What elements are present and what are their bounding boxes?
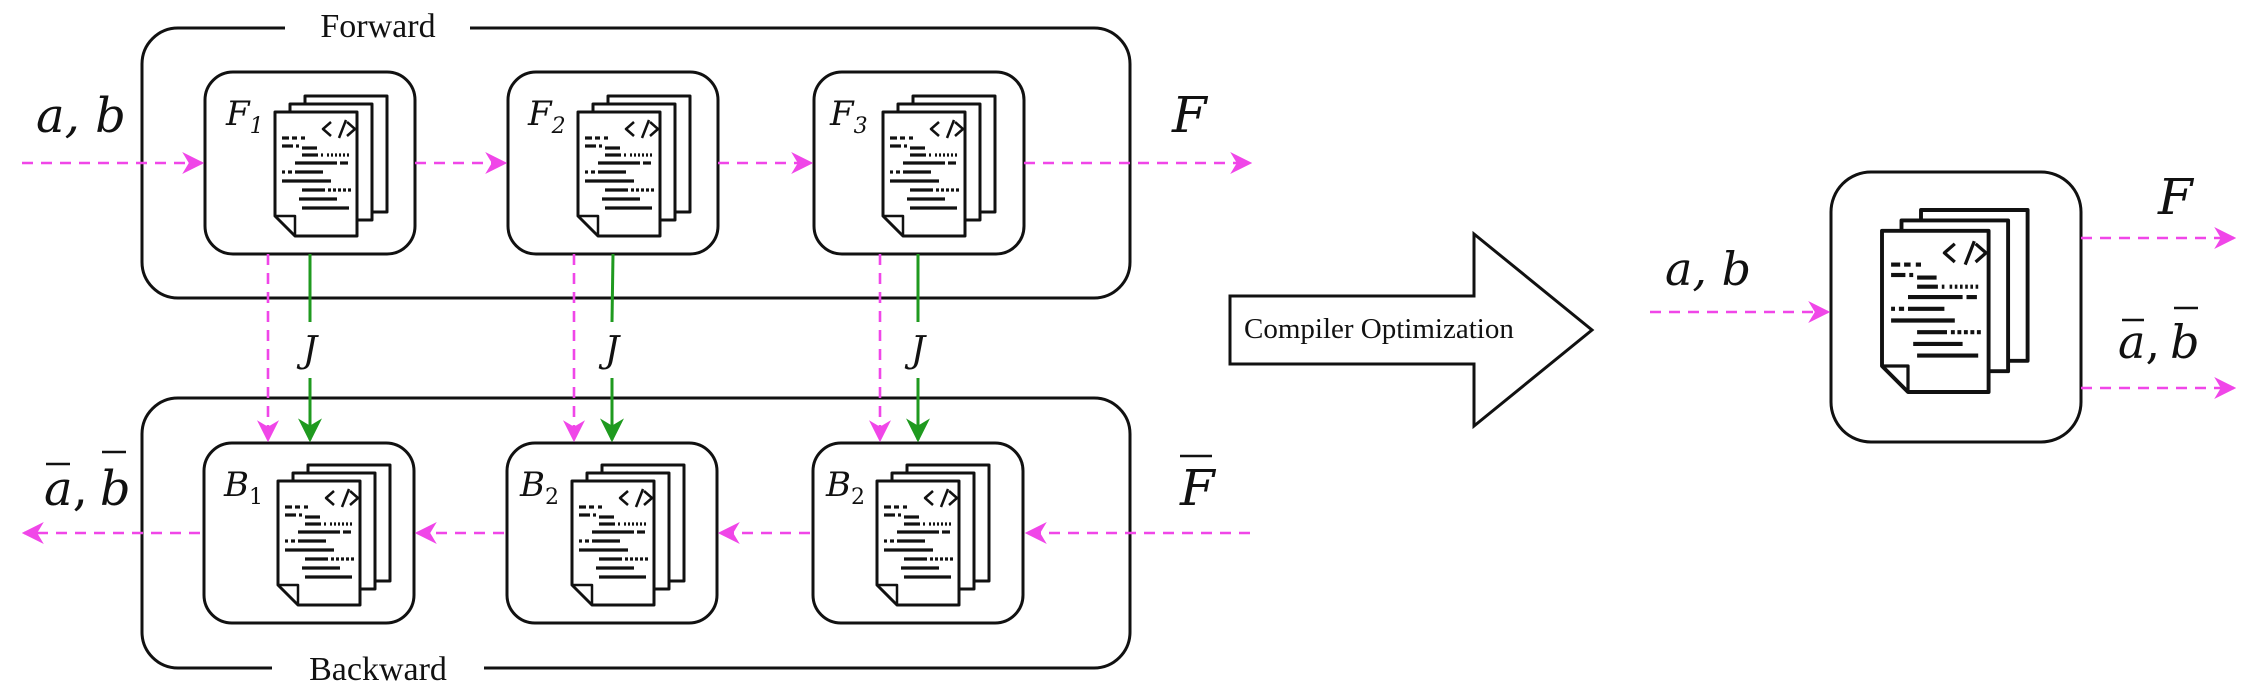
fused-output-label: F	[2157, 168, 2195, 226]
forward-node-1: F1	[203, 70, 417, 256]
backward-node-1-symbol: B1	[223, 465, 263, 510]
input-label: a, b	[36, 88, 126, 144]
compiler-optimization-label: Compiler Optimization	[1244, 313, 1514, 345]
output-label: F	[1171, 86, 1209, 144]
code-document-icon	[875, 463, 991, 607]
backward-node-2: B2	[505, 441, 719, 625]
fused-input-label: a, b	[1665, 242, 1751, 296]
forward-group: Forward	[140, 8, 1132, 300]
compiler-optimization-arrow: Compiler Optimization	[1228, 230, 1595, 430]
code-document-icon	[570, 463, 686, 607]
jacobian-label-2: J	[598, 330, 622, 371]
jacobian-label-1: J	[296, 330, 320, 371]
input-adjoint-symbols: a,b	[44, 461, 131, 517]
output-adjoint-symbol: F	[1179, 459, 1217, 517]
code-document-icon	[273, 94, 389, 238]
forward-group-label: Forward	[320, 8, 435, 45]
forward-node-1-symbol: F1	[225, 94, 264, 139]
backward-node-3-symbol: B2	[825, 465, 865, 510]
forward-node-2-symbol: F2	[527, 94, 566, 139]
forward-node-3-symbol: F3	[829, 94, 868, 139]
primal-to-backward-arrows	[257, 254, 891, 443]
jacobian-label-3: J	[904, 330, 928, 371]
backward-node-2-symbol: B2	[519, 465, 559, 510]
jacobian-arrows: J J J	[296, 253, 930, 443]
code-document-icon	[881, 94, 997, 238]
output-adjoint-label: F	[1179, 454, 1217, 517]
fused-flow-arrows	[1650, 227, 2237, 399]
code-document-icon	[1882, 210, 2028, 392]
fused-node	[1829, 170, 2083, 444]
backward-group-label: Backward	[309, 651, 447, 688]
backward-node-3: B2	[811, 441, 1025, 625]
backward-node-1: B1	[202, 441, 416, 625]
input-adjoint-label: a,b	[44, 450, 131, 517]
code-document-icon	[276, 463, 392, 607]
fused-adjoint-label: a,b	[2118, 306, 2200, 369]
fused-adjoint-symbols: a,b	[2118, 315, 2200, 369]
code-document-icon	[576, 94, 692, 238]
forward-node-2: F2	[506, 70, 720, 256]
backward-group: Backward	[140, 396, 1132, 688]
forward-node-3: F3	[812, 70, 1026, 256]
